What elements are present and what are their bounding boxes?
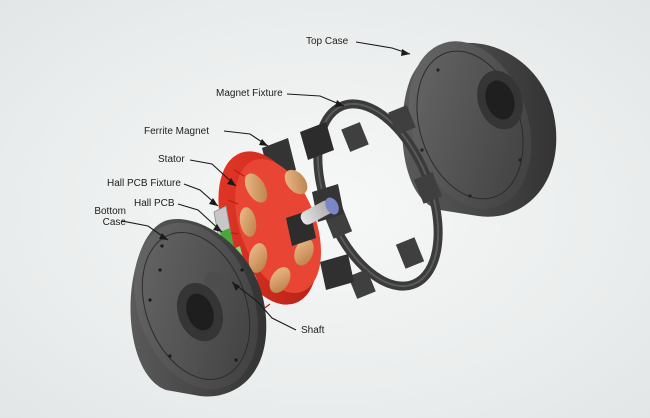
leader-shaft xyxy=(231,281,297,331)
label-stator: Stator xyxy=(158,154,185,165)
label-ferrite-magnet: Ferrite Magnet xyxy=(144,126,210,137)
label-hall-pcb: Hall PCB xyxy=(134,198,175,209)
label-bottom-case-line1: Bottom xyxy=(94,206,126,217)
top-case xyxy=(402,41,557,217)
label-top-case: Top Case xyxy=(306,36,349,47)
label-magnet-fixture: Magnet Fixture xyxy=(216,88,283,99)
bottom-case xyxy=(130,218,267,397)
label-bottom-case-line2: Case xyxy=(102,217,126,228)
leader-arrowheads xyxy=(159,49,410,291)
label-shaft: Shaft xyxy=(301,325,325,336)
leader-hall-pcb xyxy=(177,203,223,233)
leader-stator xyxy=(189,159,237,187)
stator xyxy=(218,151,339,311)
leader-magnet-fixture xyxy=(286,93,345,107)
label-hall-pcb-fixture: Hall PCB Fixture xyxy=(107,178,181,189)
